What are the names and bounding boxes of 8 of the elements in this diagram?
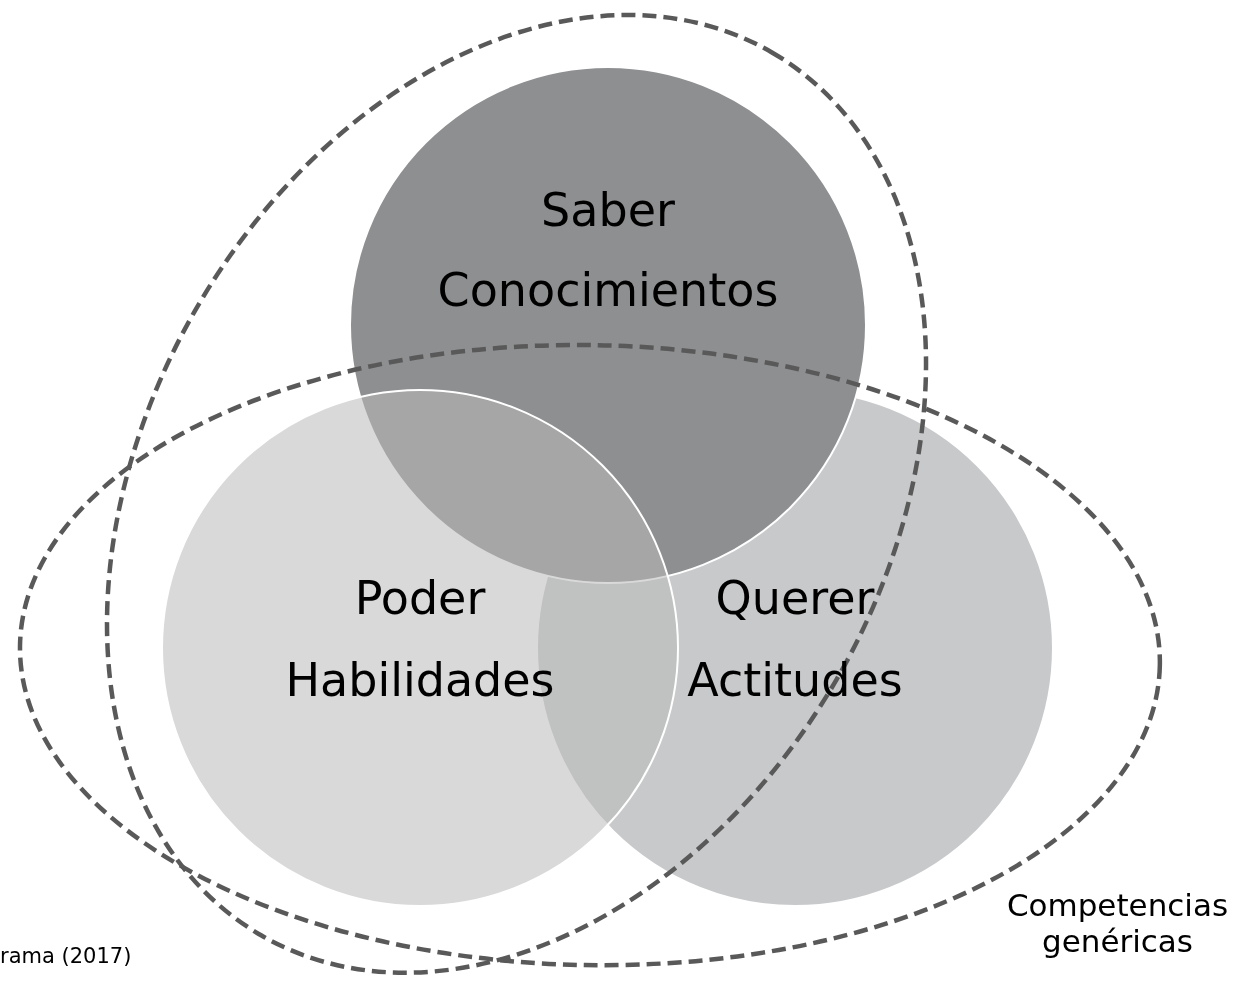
circle-heading: Querer [715,571,875,625]
source-note: rama (2017) [0,944,133,969]
circle-label: Conocimientos [437,263,779,317]
circle-heading: Poder [354,571,486,625]
circle-label: Habilidades [285,653,555,707]
circle-label: Actitudes [687,653,903,707]
circle-heading: Saber [541,183,675,237]
set-label: Competencias genéricas [1005,888,1230,960]
